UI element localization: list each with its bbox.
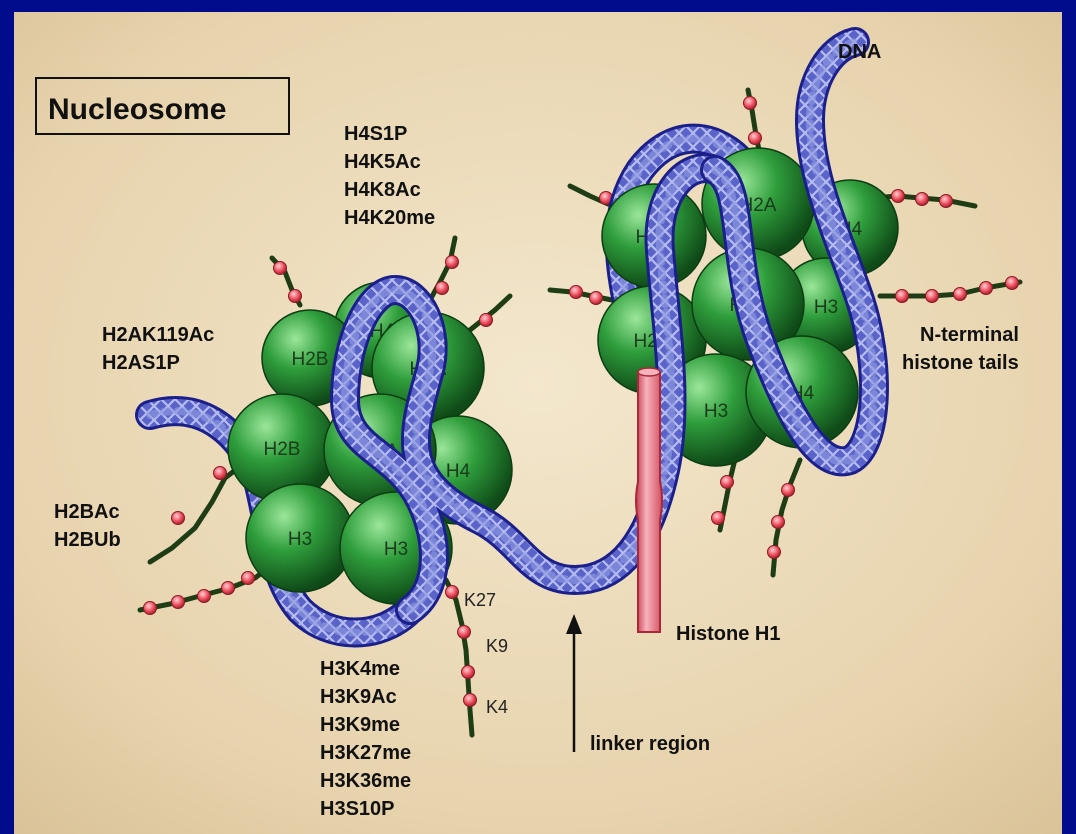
modification-bead: [916, 193, 929, 206]
histone-label: H3: [288, 529, 312, 550]
modification-bead: [744, 97, 757, 110]
h3-mod: H3K9me: [320, 714, 400, 736]
h3-mod: H3S10P: [320, 798, 395, 820]
modification-bead: [446, 256, 459, 269]
modification-bead: [436, 282, 449, 295]
modification-bead: [1006, 277, 1019, 290]
modification-bead: [768, 546, 781, 559]
dna-label: DNA: [838, 41, 881, 63]
modification-bead: [896, 290, 909, 303]
h3-mod: H3K36me: [320, 770, 411, 792]
site-label-k27: K27: [464, 590, 496, 610]
histone-label: H2B: [264, 439, 301, 460]
site-label-k4: K4: [486, 697, 508, 717]
modification-bead: [721, 476, 734, 489]
modification-bead: [458, 626, 471, 639]
modification-bead: [772, 516, 785, 529]
h2b-mod: H2BUb: [54, 529, 121, 551]
histone-h1-rod: [636, 372, 662, 632]
h4-mod: H4S1P: [344, 123, 407, 145]
modification-bead: [446, 586, 459, 599]
modification-bead: [464, 694, 477, 707]
modification-bead: [274, 262, 287, 275]
modification-bead: [712, 512, 725, 525]
n-terminal-label-line: histone tails: [902, 352, 1019, 374]
h4-mod: H4K5Ac: [344, 151, 421, 173]
histone-h1: [636, 368, 662, 632]
histone-label: H3: [814, 297, 838, 318]
modification-bead: [242, 572, 255, 585]
n-terminal-label-line: N-terminal: [920, 324, 1019, 346]
histone-label: H4: [446, 461, 471, 482]
h3-mod: H3K9Ac: [320, 686, 397, 708]
diagram-title: Nucleosome: [48, 93, 226, 126]
histone-label: H3: [704, 401, 728, 422]
h4-mod: H4K8Ac: [344, 179, 421, 201]
linker-region-label: linker region: [590, 733, 710, 755]
histone-label: H2B: [292, 349, 329, 370]
modification-bead: [980, 282, 993, 295]
modification-bead: [289, 290, 302, 303]
h2a-mod: H2AK119Ac: [102, 324, 214, 346]
h2a-mod: H2AS1P: [102, 352, 180, 374]
modification-bead: [172, 596, 185, 609]
modification-bead: [144, 602, 157, 615]
h4-mod: H4K20me: [344, 207, 435, 229]
histone-h1-label: Histone H1: [676, 623, 780, 645]
modification-bead: [954, 288, 967, 301]
modification-bead: [782, 484, 795, 497]
modification-bead: [926, 290, 939, 303]
modification-bead: [462, 666, 475, 679]
histone-h3: H3: [246, 484, 354, 592]
modification-bead: [892, 190, 905, 203]
histone-label: H3: [384, 539, 408, 560]
modification-bead: [222, 582, 235, 595]
site-label-k9: K9: [486, 636, 508, 656]
h3-mod: H3K27me: [320, 742, 411, 764]
h2b-mod: H2BAc: [54, 501, 120, 523]
modification-bead: [940, 195, 953, 208]
modification-bead: [570, 286, 583, 299]
modification-bead: [590, 292, 603, 305]
modification-bead: [198, 590, 211, 603]
modification-bead: [214, 467, 227, 480]
histone-h1-cap: [638, 368, 660, 376]
h3-mod: H3K4me: [320, 658, 400, 680]
histone-h2b: H2B: [228, 394, 336, 502]
modification-bead: [172, 512, 185, 525]
modification-bead: [749, 132, 762, 145]
modification-bead: [480, 314, 493, 327]
